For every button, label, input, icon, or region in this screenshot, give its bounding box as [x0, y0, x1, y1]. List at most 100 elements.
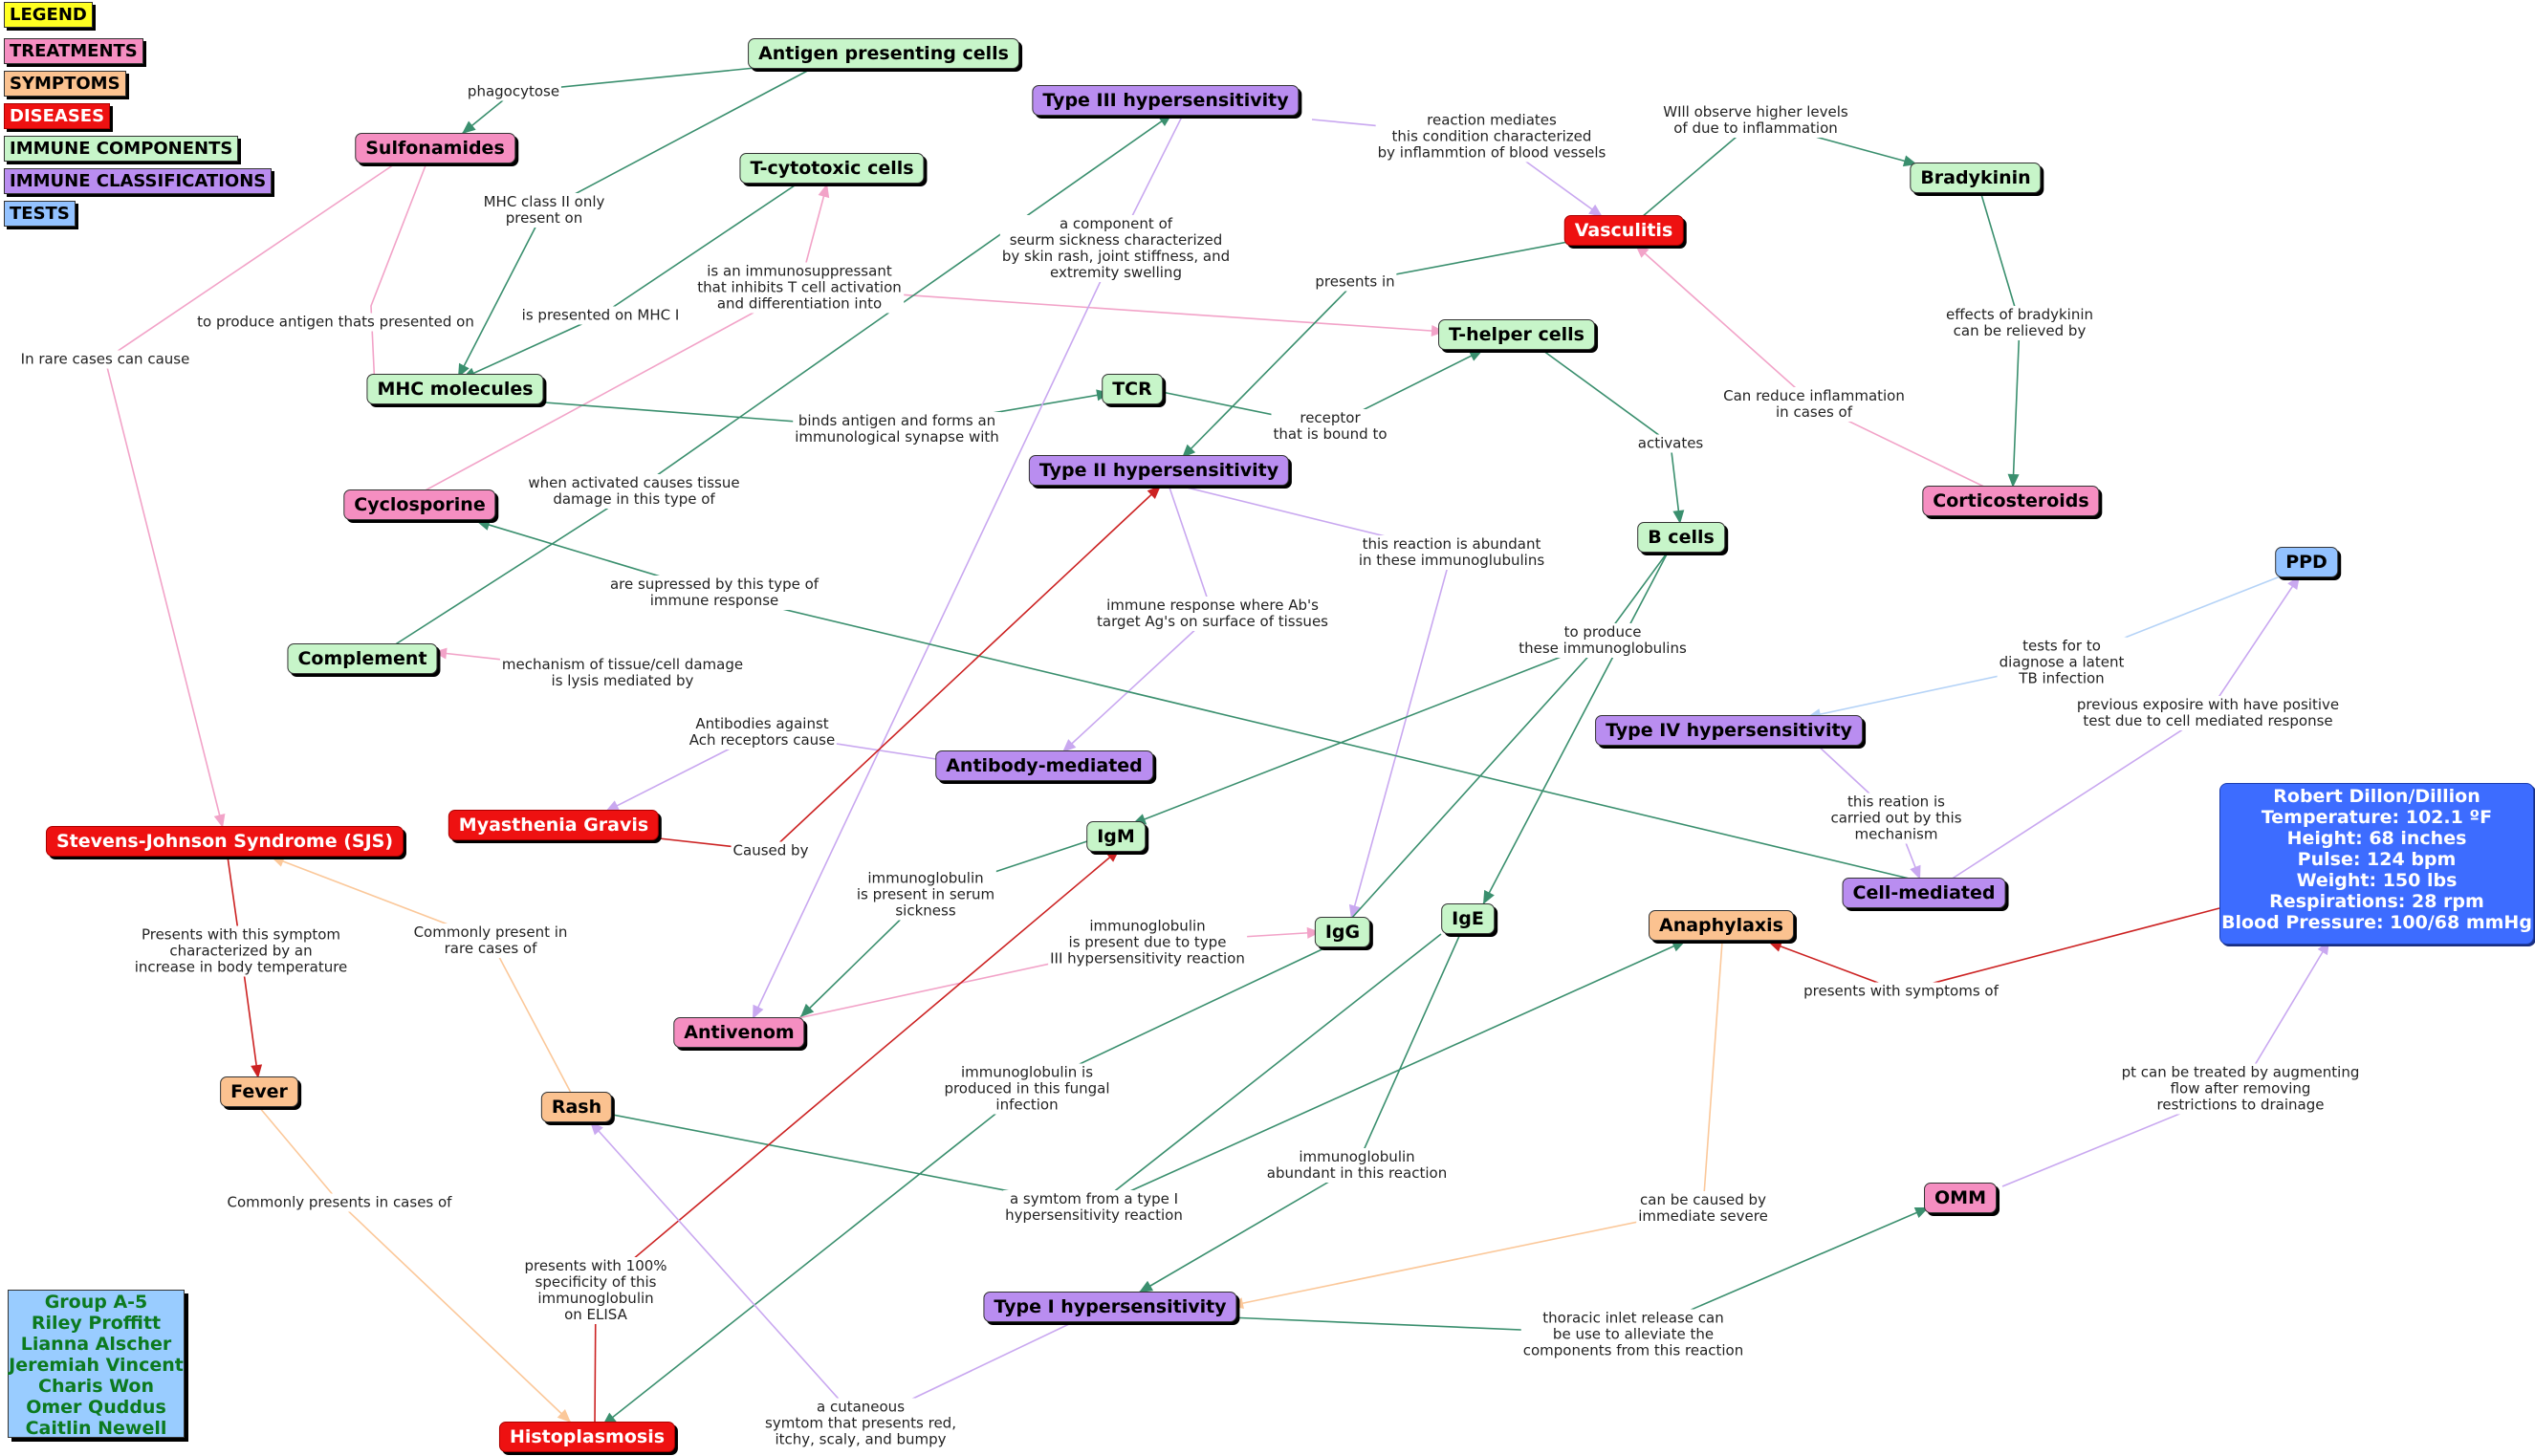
edge-label: this reation is carried out by this mech…: [1828, 793, 1964, 844]
connector-line: [1229, 941, 1723, 1307]
node-mhc-molecules[interactable]: MHC molecules: [366, 374, 544, 404]
arrowhead: [1306, 926, 1321, 939]
node-b-cells[interactable]: B cells: [1637, 522, 1725, 553]
node-tcr[interactable]: TCR: [1102, 374, 1163, 404]
node-type-ii-hypersensitivity[interactable]: Type II hypersensitivity: [1028, 455, 1290, 486]
arrowhead: [1588, 204, 1603, 217]
connector-line: [1767, 907, 2220, 992]
legend-treatments: TREATMENTS: [4, 38, 143, 64]
edge-label: mechanism of tissue/cell damage is lysis…: [499, 656, 746, 690]
node-ige[interactable]: IgE: [1441, 903, 1495, 934]
arrowhead: [1147, 486, 1161, 499]
edge-label: activates: [1635, 434, 1706, 453]
edge-label: thoracic inlet release can be use to all…: [1520, 1309, 1746, 1360]
patient-height: Height: 68 inches: [2286, 828, 2467, 849]
edge-label: receptor that is bound to: [1271, 409, 1389, 444]
node-vasculitis[interactable]: Vasculitis: [1563, 215, 1684, 246]
edge-label: binds antigen and forms an immunological…: [793, 412, 1001, 446]
node-igm[interactable]: IgM: [1086, 821, 1146, 852]
node-cell-mediated[interactable]: Cell-mediated: [1842, 878, 2006, 908]
edge-label: effects of bradykinin can be relieved by: [1943, 306, 2096, 340]
edge-label: previous exposire with have positive tes…: [2074, 696, 2342, 730]
group-title: Group A-5: [44, 1292, 148, 1313]
edge-label: presents with 100% specificity of this i…: [522, 1257, 669, 1324]
arrowhead: [251, 1064, 263, 1078]
connector-line: [1138, 933, 1461, 1293]
arrowhead: [2007, 473, 2020, 488]
arrowhead: [1483, 889, 1495, 904]
arrowhead: [1062, 739, 1077, 752]
node-antivenom[interactable]: Antivenom: [673, 1017, 805, 1048]
arrowhead: [433, 647, 448, 660]
group-member: Charis Won: [38, 1376, 154, 1397]
edge-label: a symtom from a type I hypersensitivity …: [1003, 1190, 1185, 1225]
arrowhead: [1105, 849, 1120, 862]
connector-line: [799, 839, 1091, 1018]
connector-line: [421, 183, 828, 493]
arrowhead: [1158, 114, 1172, 126]
connector-line: [1131, 550, 1670, 825]
edge-label: a component of seurm sickness characteri…: [999, 215, 1233, 282]
node-bradykinin[interactable]: Bradykinin: [1910, 163, 2042, 193]
arrowhead: [605, 800, 621, 812]
arrowhead: [818, 184, 830, 199]
group-member: Riley Proffitt: [31, 1313, 162, 1334]
node-anaphylaxis[interactable]: Anaphylaxis: [1649, 910, 1794, 941]
node-stevens-johnson-syndrome[interactable]: Stevens-Johnson Syndrome (SJS): [45, 826, 404, 857]
node-t-helper-cells[interactable]: T-helper cells: [1438, 319, 1595, 350]
edge-label: immunoglobulin is present in serum sickn…: [854, 869, 997, 921]
patient-info-box: Robert Dillon/Dillion Temperature: 102.1…: [2219, 783, 2534, 945]
node-type-iii-hypersensitivity[interactable]: Type III hypersensitivity: [1032, 85, 1300, 116]
edge-label: when activated causes tissue damage in t…: [526, 474, 742, 509]
connector-line: [370, 160, 428, 389]
node-type-iv-hypersensitivity[interactable]: Type IV hypersensitivity: [1595, 715, 1863, 746]
edge-label: presents in: [1313, 272, 1397, 292]
arrowhead: [557, 1409, 571, 1423]
node-histoplasmosis[interactable]: Histoplasmosis: [498, 1422, 676, 1452]
arrowhead: [1431, 325, 1445, 337]
legend-tests: TESTS: [4, 201, 76, 227]
node-antibody-mediated[interactable]: Antibody-mediated: [935, 750, 1153, 781]
node-complement[interactable]: Complement: [287, 643, 438, 674]
node-cyclosporine[interactable]: Cyclosporine: [343, 489, 496, 520]
node-rash[interactable]: Rash: [540, 1092, 613, 1122]
node-corticosteroids[interactable]: Corticosteroids: [1922, 486, 2100, 516]
legend-immune-components: IMMUNE COMPONENTS: [4, 136, 239, 162]
legend-diseases: DISEASES: [4, 103, 111, 129]
group-member: Caitlin Newell: [25, 1418, 167, 1439]
edge-label: phagocytose: [465, 82, 562, 101]
arrowhead: [1672, 510, 1685, 524]
node-fever[interactable]: Fever: [220, 1076, 298, 1107]
node-type-i-hypersensitivity[interactable]: Type I hypersensitivity: [983, 1292, 1237, 1322]
node-omm[interactable]: OMM: [1924, 1183, 1997, 1213]
edge-label: immunoglobulin is present due to type II…: [1048, 917, 1247, 968]
node-sulfonamides[interactable]: Sulfonamides: [355, 133, 515, 163]
edge-label: In rare cases can cause: [18, 350, 192, 369]
edge-label: tests for to diagnose a latent TB infect…: [1997, 637, 2127, 688]
edge-label: immune response where Ab's target Ag's o…: [1095, 597, 1330, 631]
edge-label: to produce antigen thats presented on: [195, 313, 476, 332]
edge-label: immunoglobulin abundant in this reaction: [1264, 1148, 1450, 1183]
edge-label: reaction mediates this condition charact…: [1375, 111, 1608, 163]
arrowhead: [1910, 864, 1921, 880]
group-member: Omer Quddus: [26, 1397, 166, 1418]
edge-label: Commonly presents in cases of: [225, 1193, 454, 1212]
connector-line: [1482, 550, 1670, 905]
connector-line: [1634, 244, 1991, 490]
node-ppd[interactable]: PPD: [2275, 547, 2338, 577]
node-igg[interactable]: IgG: [1314, 917, 1371, 947]
arrowhead: [2287, 576, 2300, 590]
node-myasthenia-gravis[interactable]: Myasthenia Gravis: [448, 810, 660, 840]
edge-label: WIll observe higher levels of due to inf…: [1661, 103, 1850, 138]
node-antigen-presenting-cells[interactable]: Antigen presenting cells: [748, 38, 1019, 69]
edge-label: pt can be treated by augmenting flow aft…: [2119, 1063, 2362, 1115]
connector-line: [1093, 940, 1687, 1208]
node-t-cytotoxic-cells[interactable]: T-cytotoxic cells: [739, 153, 925, 184]
arrowhead: [1348, 903, 1361, 919]
group-member: Jeremiah Vincent: [9, 1355, 184, 1376]
patient-name: Robert Dillon/Dillion: [2273, 786, 2480, 807]
edge-label: is an immunosuppressant that inhibits T …: [695, 262, 904, 314]
edge-label: Presents with this symptom characterized…: [132, 925, 350, 977]
arrowhead: [462, 120, 476, 134]
